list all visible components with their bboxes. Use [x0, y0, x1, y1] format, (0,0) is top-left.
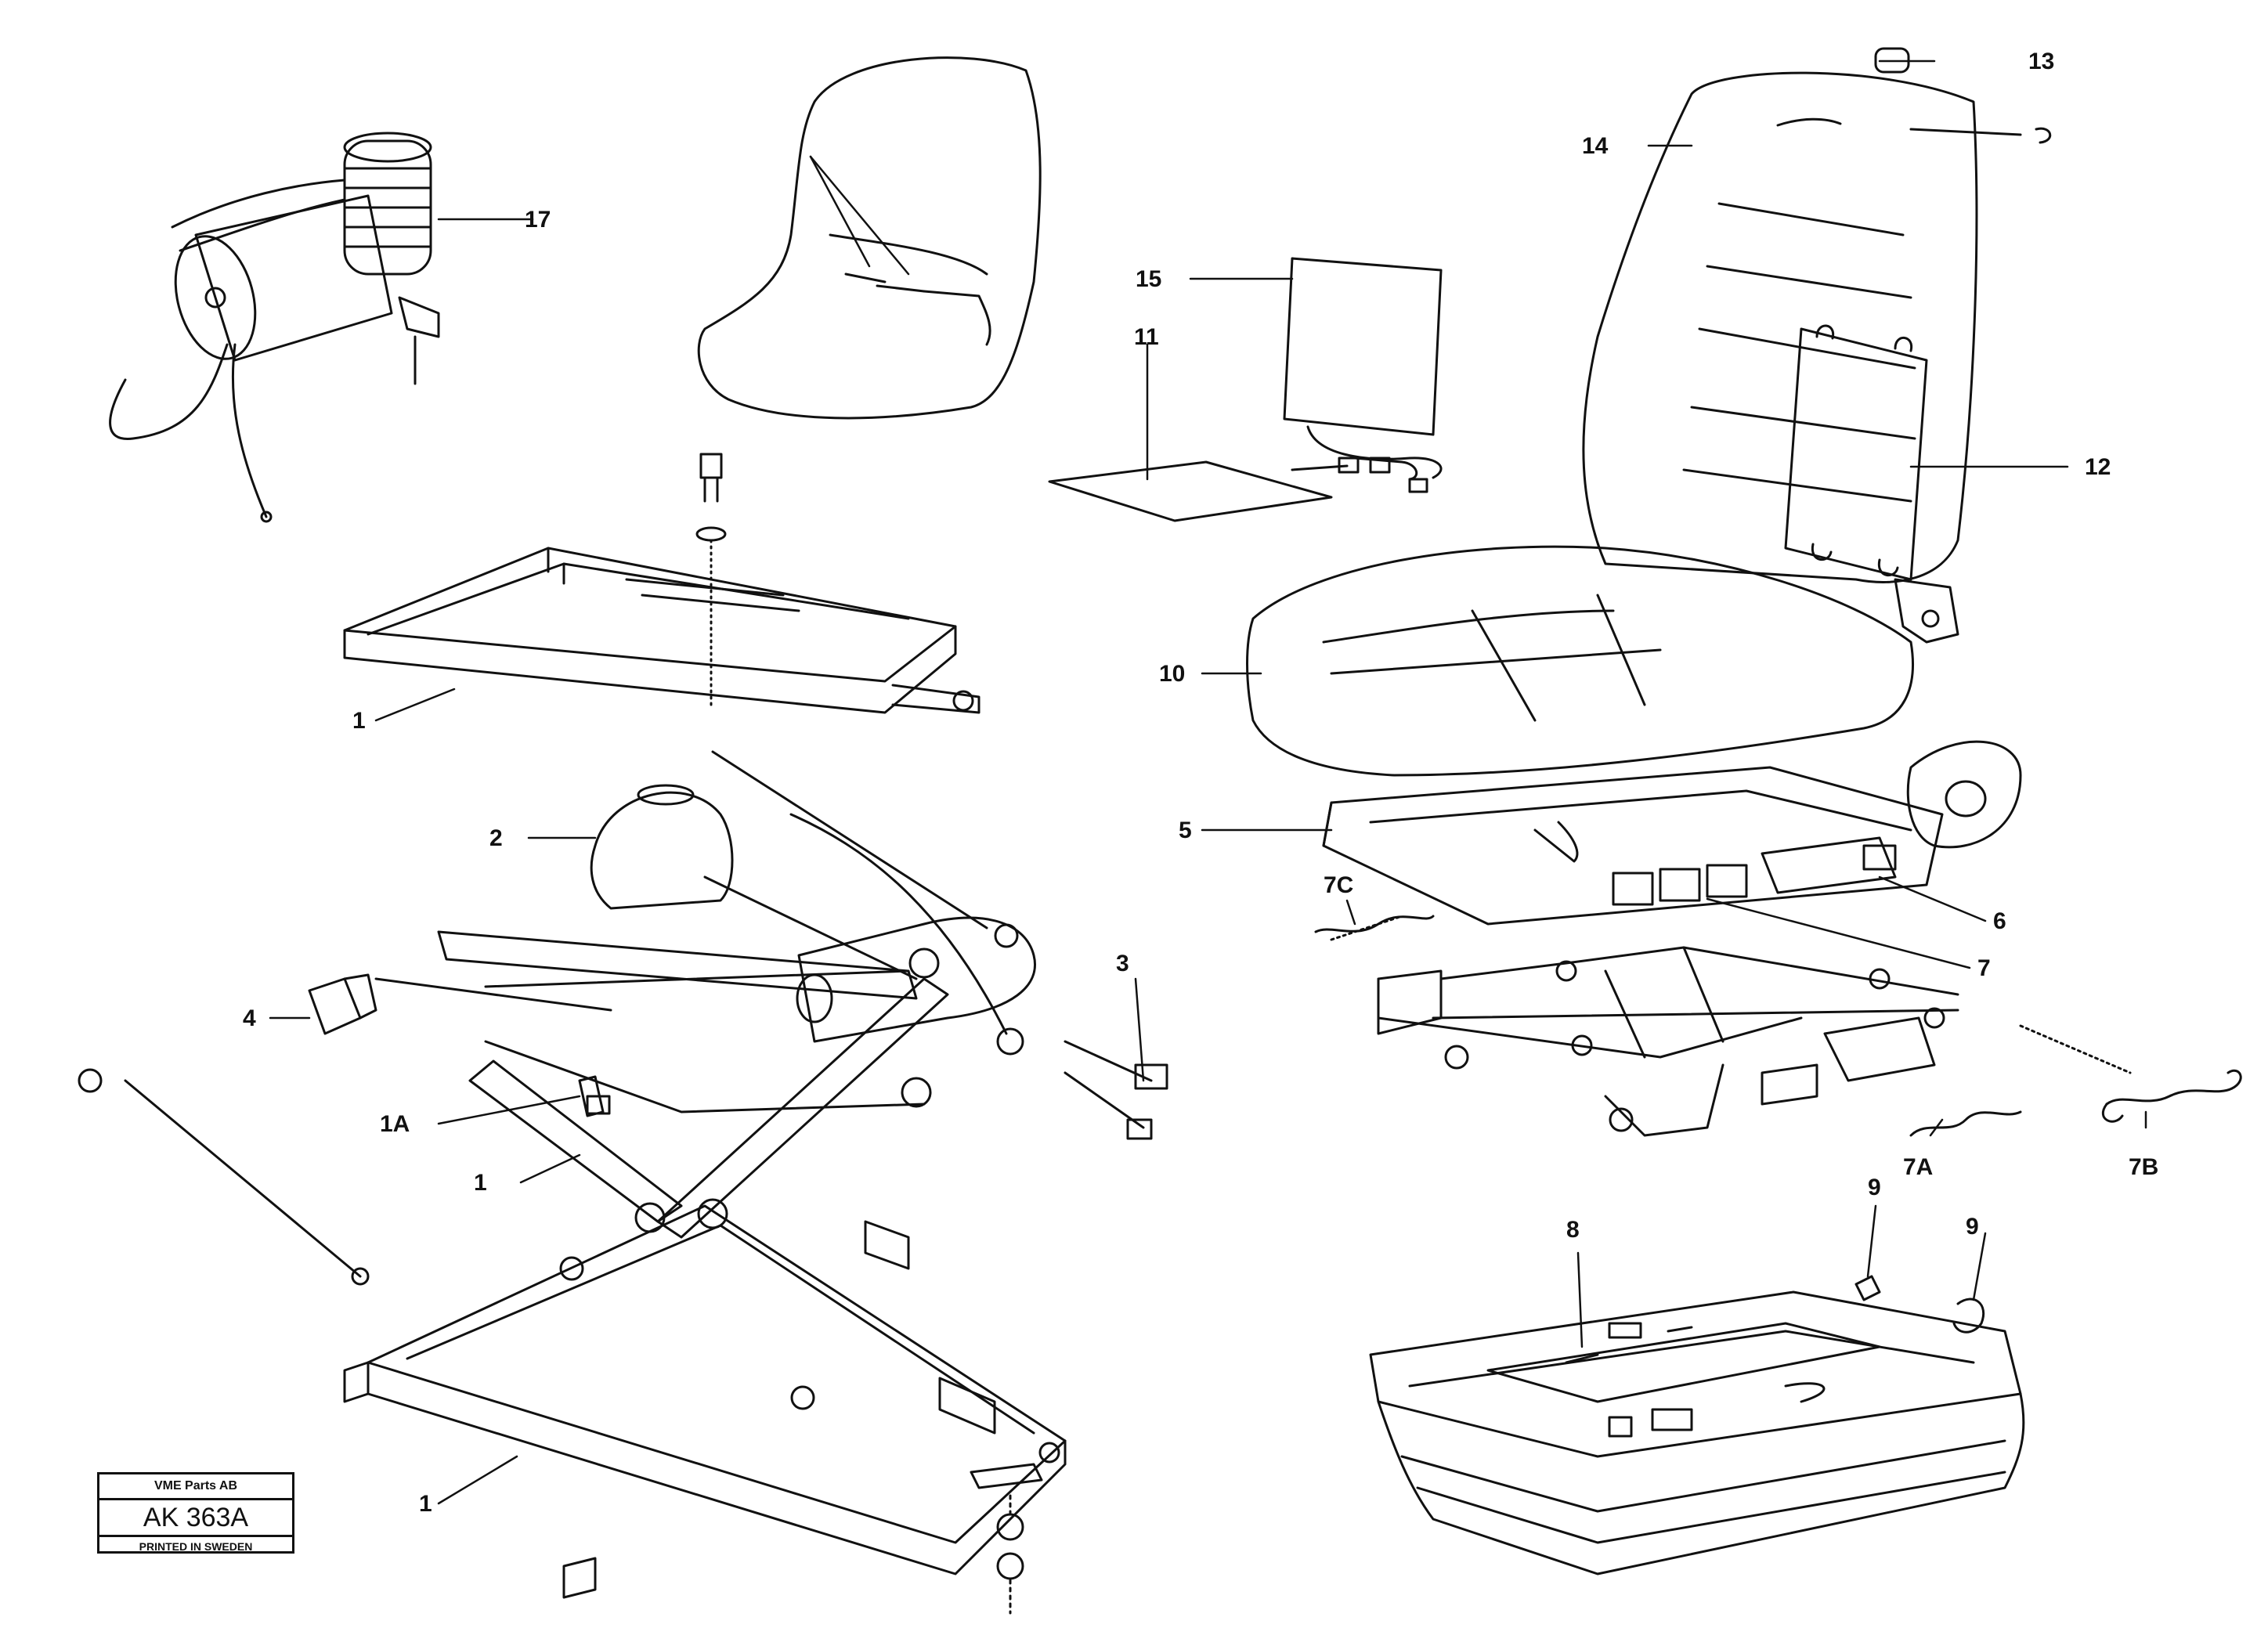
callout-12: 12 — [2085, 454, 2111, 480]
callout-15: 15 — [1136, 266, 1161, 292]
seat-frame — [1322, 766, 1944, 926]
seat-cushion — [1246, 545, 1914, 777]
callout-14: 14 — [1582, 133, 1609, 159]
spring-7c — [1314, 915, 1435, 941]
publisher-stamp: VME Parts AB AK 363A PRINTED IN SWEDEN — [97, 1472, 294, 1554]
callout-8: 8 — [1566, 1217, 1580, 1243]
callout-1-top: 1 — [352, 708, 366, 734]
base-bracket — [970, 1442, 1060, 1615]
adjustment-handle — [1761, 836, 1897, 894]
callout-3: 3 — [1116, 951, 1129, 976]
callout-10: 10 — [1159, 661, 1185, 687]
callout-1-base: 1 — [419, 1491, 432, 1517]
callout-1-mid: 1 — [474, 1170, 487, 1196]
callout-1a: 1A — [380, 1111, 410, 1137]
heater-pad-upright — [1283, 257, 1443, 479]
callout-13: 13 — [2028, 49, 2054, 74]
callout-5: 5 — [1179, 818, 1192, 843]
hinge-pin — [1921, 609, 1940, 628]
valve-block — [1612, 864, 1748, 906]
callout-7: 7 — [1977, 955, 1991, 981]
callout-7a: 7A — [1903, 1154, 1933, 1180]
callout-16: 17 — [525, 207, 551, 233]
callout-labels: 13 14 12 15 11 10 5 6 7 7C 7A 7B 8 9 9 1… — [243, 49, 2158, 1517]
callout-2: 2 — [489, 825, 503, 851]
seat-belt-assembly — [697, 56, 1042, 420]
adjustment-knob-hub — [1945, 780, 1987, 818]
scissor-mechanism — [437, 875, 949, 1239]
callout-4: 4 — [243, 1005, 256, 1031]
leader-lines — [269, 60, 2147, 1505]
callout-11: 11 — [1134, 324, 1159, 350]
mounting-bracket — [308, 973, 612, 1035]
air-bellows — [590, 784, 734, 910]
spring-7b — [2019, 1024, 2242, 1123]
heater-pad-flat — [1048, 457, 1428, 522]
base-cover — [1369, 1290, 2025, 1575]
compressor-motor — [109, 132, 440, 523]
height-mechanism — [1377, 946, 1959, 1137]
stamp-company: VME Parts AB — [99, 1474, 292, 1500]
air-fitting — [578, 1075, 611, 1117]
backrest-hinge — [1894, 578, 1959, 644]
callout-9-clip: 9 — [1966, 1214, 1979, 1240]
stamp-printed: PRINTED IN SWEDEN — [139, 1540, 253, 1553]
shock-absorber — [789, 813, 1168, 1140]
spring-7a — [1909, 1110, 2022, 1137]
callout-7b: 7B — [2129, 1154, 2158, 1180]
clip — [2035, 127, 2051, 144]
bolt-top — [695, 453, 727, 542]
back-heating-pad — [1784, 324, 1928, 581]
fastener-9 — [1854, 1275, 1985, 1334]
top-slide-frame — [343, 547, 981, 714]
lower-rod-washer — [78, 1068, 103, 1093]
stamp-code: AK 363A — [99, 1500, 292, 1537]
callout-9-nut: 9 — [1868, 1175, 1881, 1200]
lower-rod — [124, 1079, 362, 1278]
backrest — [1582, 71, 1978, 583]
base-frame — [343, 1204, 1067, 1599]
rod — [711, 750, 988, 929]
lower-rod-end — [351, 1267, 370, 1286]
callout-6: 6 — [1993, 908, 2006, 934]
clip-arrow — [1909, 128, 2022, 136]
adjustment-knob — [1906, 740, 2022, 849]
callout-7c: 7C — [1324, 872, 1353, 898]
